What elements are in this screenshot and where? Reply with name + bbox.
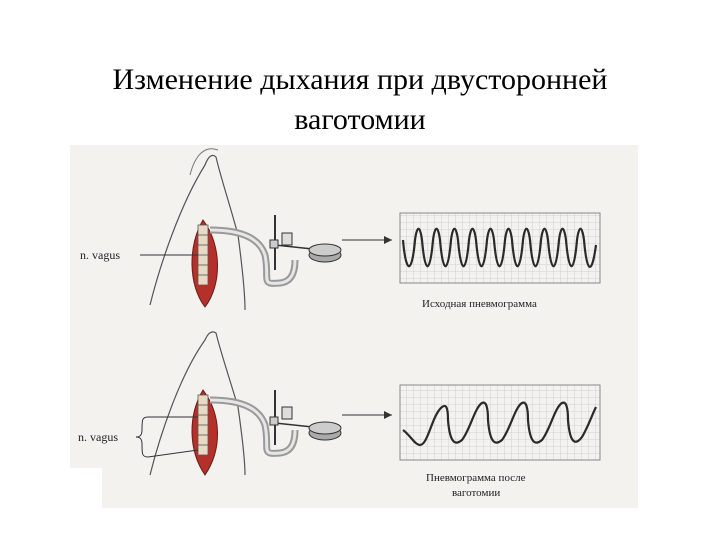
trachea-bottom [197,394,209,456]
nerve-label-bottom: n. vagus [78,430,118,444]
nerve-label-top: n. vagus [80,248,120,262]
pneumogram-bottom [399,384,601,461]
figure-illustration: n. vagus Исходная пн [70,148,601,508]
title-line-2: ваготомии [294,103,426,136]
pneumogram-caption-top: Исходная пневмограмма [422,298,537,310]
trachea-top [197,224,209,286]
cut-nerve-brace [135,416,149,458]
pneumogram-trace-top [401,227,598,268]
pneumogram-caption-bottom-2: ваготомии [452,487,500,499]
slide-title: Изменение дыхания при двусторонней вагот… [40,60,680,140]
bottom-panel: n. vagus Пневмограмма после ваготомии [78,331,601,499]
animal-outline-top [149,154,246,311]
recording-apparatus-bottom [269,390,342,445]
animal-ear-top [189,148,219,176]
title-line-1: Изменение дыхания при двусторонней [112,63,608,96]
pneumogram-caption-bottom-1: Пневмограмма после [426,472,526,484]
corner-patch [70,468,102,508]
signal-arrow-bottom [342,411,392,419]
animal-outline-bottom [149,331,246,476]
recording-apparatus-top [269,215,342,270]
vagotomy-figure: n. vagus Исходная пн [70,145,638,508]
top-panel: n. vagus Исходная пн [80,148,601,311]
pneumogram-trace-bottom [402,401,597,447]
pneumogram-top [399,212,601,284]
signal-arrow-top [342,236,392,244]
